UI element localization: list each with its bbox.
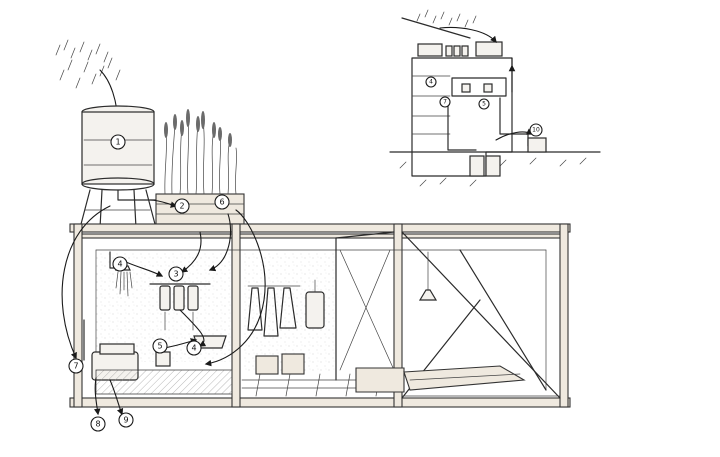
marker-7: 7 [68,358,84,374]
marker-1: 1 [110,134,126,150]
inset-marker-5: 5 [478,98,490,110]
svg-text:1: 1 [115,138,120,147]
svg-text:8: 8 [95,420,100,429]
marker-5: 5 [152,338,168,354]
inset-section [389,9,601,187]
marker-4-shower: 4 [112,256,128,272]
marker-8: 8 [90,416,106,432]
wet-room [83,251,233,395]
inset-marker-10: 10 [529,123,543,137]
rain-main [55,39,121,89]
marker-2: 2 [174,198,190,214]
svg-text:5: 5 [482,101,486,108]
marker-4-sink: 4 [186,340,202,356]
svg-text:4: 4 [117,260,122,269]
marker-9: 9 [118,412,134,428]
svg-text:7: 7 [73,362,78,371]
svg-text:6: 6 [219,198,224,207]
reed-planter [155,109,245,225]
svg-text:4: 4 [191,344,196,353]
inset-marker-7: 7 [439,96,451,108]
inset-marker-4: 4 [425,76,437,88]
svg-text:3: 3 [173,270,178,279]
svg-text:7: 7 [443,99,447,106]
svg-text:2: 2 [179,202,184,211]
marker-6: 6 [214,194,230,210]
svg-text:10: 10 [532,127,540,134]
svg-text:5: 5 [157,342,162,351]
utility-room [241,252,395,397]
sleeping-room [355,251,561,397]
marker-3: 3 [168,266,184,282]
svg-text:4: 4 [429,79,433,86]
svg-text:9: 9 [123,416,128,425]
